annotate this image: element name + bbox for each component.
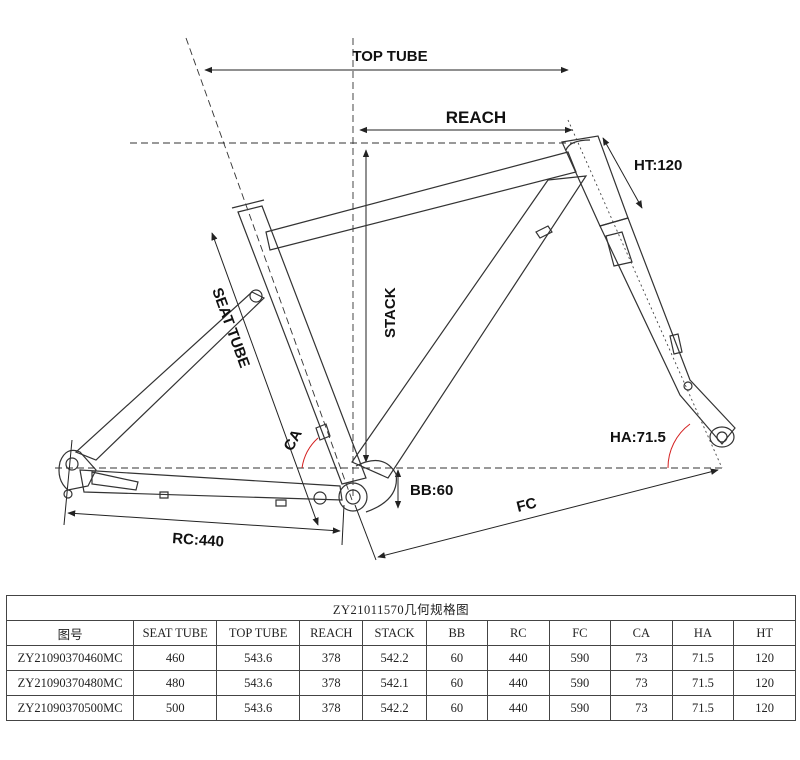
label-reach: REACH [446, 108, 506, 127]
table-title-row: ZY21011570几何规格图 [6, 595, 796, 621]
label-ca: CA [281, 427, 306, 454]
table-cell: ZY21090370500MC [5, 695, 135, 721]
label-top-tube: TOP TUBE [352, 48, 427, 65]
table-cell: 543.6 [216, 670, 301, 696]
table-cell: 71.5 [671, 670, 735, 696]
table-cell: 120 [733, 670, 796, 696]
table-cell: 542.2 [362, 645, 427, 671]
table-header-cell: HT [733, 620, 796, 646]
angle-arcs [301, 423, 691, 469]
label-ha: HA:71.5 [610, 429, 666, 446]
table-cell: 590 [548, 695, 612, 721]
table-cell: 500 [133, 695, 218, 721]
label-fc: FC [515, 495, 539, 516]
table-cell: 440 [487, 695, 550, 721]
frame-geometry-diagram: TOP TUBE REACH HT:120 SEAT TUBE STACK CA… [55, 37, 736, 561]
table-cell: 378 [299, 695, 364, 721]
table-header-cell: 图号 [5, 620, 135, 646]
table-header-cell: STACK [362, 620, 427, 646]
bike-frame [58, 135, 736, 513]
table-cell: 542.1 [362, 670, 427, 696]
table-cell: 73 [610, 670, 673, 696]
table-cell: 378 [299, 670, 364, 696]
table-title: ZY21011570几何规格图 [6, 595, 796, 621]
table-header-cell: RC [487, 620, 550, 646]
table-cell: 440 [487, 645, 550, 671]
table-header-cell: SEAT TUBE [133, 620, 218, 646]
table-header-cell: HA [671, 620, 735, 646]
label-bb: BB:60 [410, 482, 453, 499]
table-header-cell: CA [610, 620, 673, 646]
table-header-cell: REACH [299, 620, 364, 646]
table-cell: ZY21090370460MC [5, 645, 135, 671]
table-cell: 60 [425, 670, 489, 696]
label-stack: STACK [382, 287, 399, 338]
table-cell: 543.6 [216, 645, 301, 671]
table-header-cell: FC [548, 620, 612, 646]
table-cell: 60 [425, 695, 489, 721]
table-cell: 60 [425, 645, 489, 671]
table-cell: 378 [299, 645, 364, 671]
table-cell: 543.6 [216, 695, 301, 721]
table-cell: 73 [610, 645, 673, 671]
table-header-cell: TOP TUBE [216, 620, 301, 646]
label-rc: RC:440 [172, 530, 225, 551]
table-cell: ZY21090370480MC [5, 670, 135, 696]
table-cell: 73 [610, 695, 673, 721]
dimension-labels: TOP TUBE REACH HT:120 SEAT TUBE STACK CA… [172, 48, 683, 551]
table-cell: 590 [548, 645, 612, 671]
table-header-cell: BB [425, 620, 489, 646]
table-cell: 480 [133, 670, 218, 696]
table-cell: 120 [733, 645, 796, 671]
table-cell: 71.5 [671, 645, 735, 671]
table-cell: 590 [548, 670, 612, 696]
table-cell: 120 [733, 695, 796, 721]
dimension-lines [63, 66, 719, 561]
table-cell: 71.5 [671, 695, 735, 721]
table-cell: 460 [133, 645, 218, 671]
table-cell: 440 [487, 670, 550, 696]
label-head-tube: HT:120 [634, 157, 682, 174]
table-cell: 542.2 [362, 695, 427, 721]
